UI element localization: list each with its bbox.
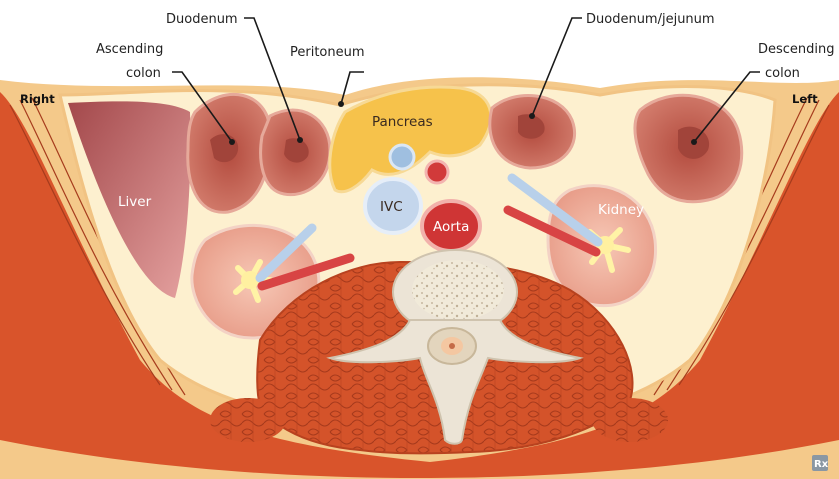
rx-logo: Rx [812, 455, 829, 471]
superior-mesenteric-artery [426, 161, 448, 183]
label-ivc: IVC [380, 199, 403, 215]
label-pancreas: Pancreas [372, 114, 433, 130]
label-kidney: Kidney [598, 202, 644, 218]
muscle-right-lateral [592, 398, 668, 442]
label-liver: Liver [118, 194, 152, 210]
label-ascending-colon-2: colon [126, 66, 161, 81]
label-descending-colon-1: Descending [758, 42, 835, 57]
label-ascending-colon-1: Ascending [96, 42, 163, 57]
label-left: Left [792, 92, 818, 106]
label-peritoneum: Peritoneum [290, 45, 365, 60]
rx-logo-text: Rx [814, 459, 829, 470]
muscle-left-lateral [210, 398, 286, 442]
label-aorta: Aorta [433, 219, 469, 235]
label-descending-colon-2: colon [765, 66, 800, 81]
label-right: Right [20, 92, 55, 106]
label-duodenum-jejunum: Duodenum/jejunum [586, 12, 715, 27]
superior-mesenteric-vein [390, 145, 414, 169]
label-duodenum: Duodenum [166, 12, 238, 27]
